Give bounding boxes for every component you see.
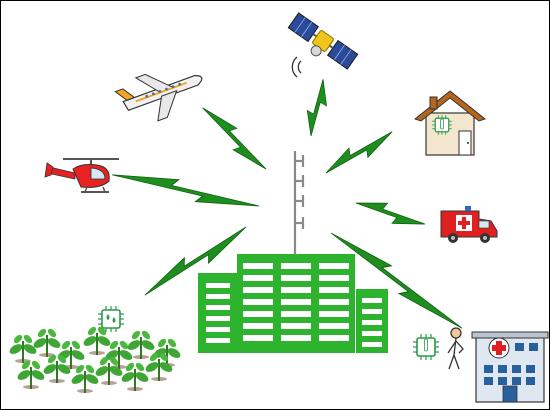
moisture-drop-icon xyxy=(106,314,116,323)
satellite-icon xyxy=(287,12,359,70)
building-window xyxy=(206,283,230,288)
plant-icon xyxy=(30,326,64,358)
base-station-building-icon xyxy=(198,151,388,353)
plant-icon xyxy=(6,332,40,364)
thermometer-icon xyxy=(424,338,428,352)
hospital-window xyxy=(526,377,535,385)
crop-field-icon xyxy=(6,305,184,394)
hospital-window xyxy=(498,365,507,373)
hospital-window xyxy=(484,377,493,385)
building-window xyxy=(319,311,349,317)
lightning-bolt-link-helicopter xyxy=(109,165,262,216)
airplane-icon xyxy=(114,73,203,122)
building-window xyxy=(243,287,273,293)
hospital-window xyxy=(515,343,524,351)
building-window xyxy=(319,335,349,341)
building-window xyxy=(362,331,382,336)
building-window xyxy=(319,299,349,305)
building-window xyxy=(206,294,230,299)
building-window xyxy=(206,305,230,310)
building-window xyxy=(243,275,273,281)
hospital-window xyxy=(529,343,538,351)
building-window xyxy=(206,338,230,343)
hospital-window xyxy=(512,377,521,385)
building-window xyxy=(206,327,230,332)
building-window xyxy=(281,323,311,329)
building-window xyxy=(281,275,311,281)
building-window xyxy=(319,275,349,281)
lightning-bolt-link-ambulance xyxy=(352,193,428,234)
building-window xyxy=(319,323,349,329)
injured-person-icon xyxy=(447,327,464,370)
helicopter-icon xyxy=(44,158,119,193)
hospital-window xyxy=(498,377,507,385)
building-window xyxy=(281,299,311,305)
building-window xyxy=(319,287,349,293)
building-window xyxy=(243,299,273,305)
antenna-mast xyxy=(293,151,305,259)
building-window xyxy=(243,335,273,341)
satellite-signal-icon xyxy=(291,56,302,78)
hospital-window xyxy=(512,365,521,373)
lightning-bolt-link-satellite xyxy=(301,76,333,139)
building-window xyxy=(281,335,311,341)
plant-icon xyxy=(14,358,48,390)
building-window xyxy=(362,320,382,325)
smart-house-icon xyxy=(413,90,487,156)
building-window xyxy=(281,311,311,317)
hospital-window xyxy=(484,365,493,373)
plant-icon xyxy=(80,324,114,356)
building-window xyxy=(362,342,382,347)
building-window xyxy=(243,263,273,269)
hospital-icon xyxy=(471,331,549,403)
building-window xyxy=(319,263,349,269)
building-window xyxy=(281,287,311,293)
building-window xyxy=(243,323,273,329)
building-window xyxy=(362,309,382,314)
lightning-bolt-link-airplane xyxy=(195,100,273,176)
lightning-bolt-link-smart-house xyxy=(320,123,398,182)
building-window xyxy=(281,263,311,269)
building-window xyxy=(362,298,382,303)
building-window xyxy=(206,316,230,321)
building-window xyxy=(243,311,273,317)
ambulance-icon xyxy=(440,206,498,243)
hospital-window xyxy=(526,365,535,373)
plant-icon xyxy=(40,352,74,384)
